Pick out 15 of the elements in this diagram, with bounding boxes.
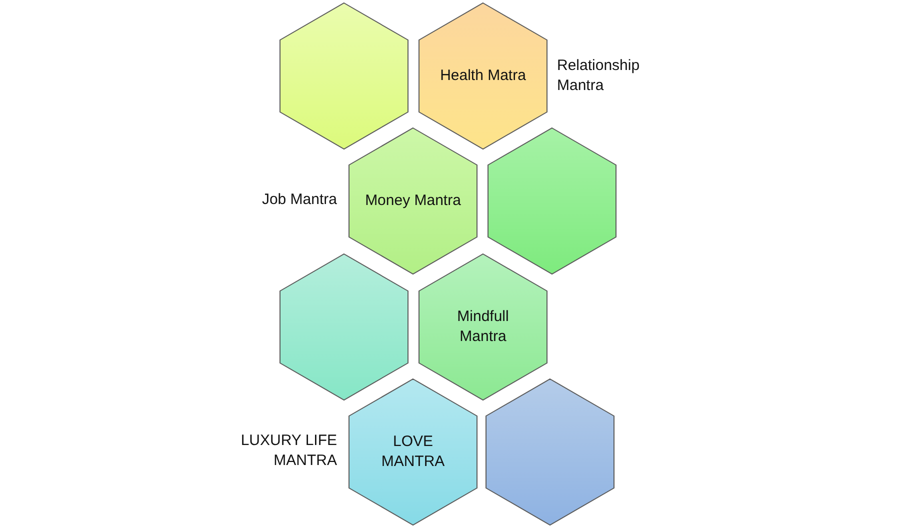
hexagon-shape bbox=[418, 253, 548, 401]
side-label: Relationship Mantra bbox=[557, 56, 641, 96]
hexagon-label: Health Matra bbox=[440, 66, 526, 86]
hexagon-label: Mindfull Mantra bbox=[456, 307, 510, 347]
side-label: LUXURY LIFE MANTRA bbox=[240, 431, 337, 471]
side-label: Job Mantra bbox=[262, 190, 337, 210]
hexagon-shape bbox=[485, 378, 615, 526]
hexagon-shape bbox=[418, 2, 548, 150]
hexagon-shape bbox=[348, 378, 478, 526]
hexagon-shape bbox=[348, 127, 478, 275]
hexagon-shape bbox=[487, 127, 617, 275]
hexagon-label: Money Mantra bbox=[365, 191, 461, 211]
hexagon-label: LOVE MANTRA bbox=[380, 432, 446, 472]
hexagon-shape bbox=[279, 2, 409, 150]
hexagon-shape bbox=[279, 253, 409, 401]
